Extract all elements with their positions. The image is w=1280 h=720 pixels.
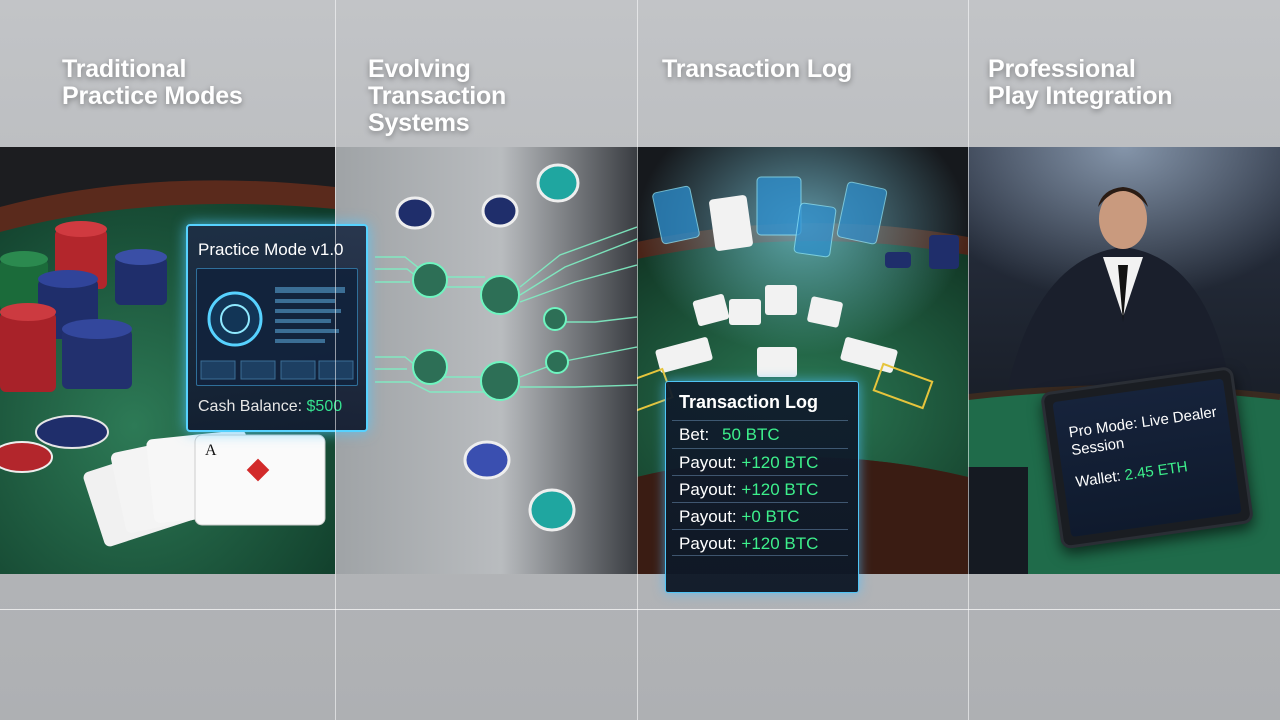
- table-cards: [655, 285, 898, 377]
- practice-mode-screen: [196, 268, 358, 386]
- title-line: Professional: [988, 55, 1136, 83]
- wallet-label: Wallet:: [1074, 467, 1122, 491]
- network-node: [480, 361, 520, 401]
- floating-chip: [481, 194, 519, 228]
- transaction-log-panel: Transaction Log Bet: 50 BTC Payout: +120…: [665, 381, 859, 593]
- column-divider: [637, 0, 638, 720]
- cash-balance-value: $500: [306, 398, 343, 415]
- transaction-label: Payout:: [679, 534, 737, 553]
- transaction-value: +120 BTC: [741, 480, 819, 499]
- column-title-professional: Professional Play Integration: [988, 55, 1173, 110]
- title-line: Traditional: [62, 55, 187, 83]
- transaction-row: Payout: +120 BTC: [672, 448, 848, 475]
- title-line: Transaction Log: [662, 55, 853, 83]
- chip-stack-green: [0, 251, 48, 311]
- chip-single: [35, 415, 109, 449]
- holographic-cards: [652, 176, 888, 258]
- network-node: [545, 350, 569, 374]
- practice-mode-panel: Practice Mode v1.0 Cash Balance: $500: [186, 224, 368, 432]
- network-node: [412, 262, 448, 298]
- title-line: Systems: [368, 109, 470, 137]
- transaction-label: Payout:: [679, 507, 737, 526]
- transaction-log-title: Transaction Log: [679, 392, 819, 412]
- chip-stack-red-left: [0, 303, 56, 392]
- practice-mode-title: Practice Mode v1.0: [198, 240, 344, 259]
- pro-mode-tablet: Pro Mode: Live Dealer Session Wallet: 2.…: [1040, 366, 1255, 550]
- playing-cards-fan: A: [83, 430, 326, 547]
- network-lines: [375, 226, 637, 393]
- svg-text:A: A: [205, 442, 217, 459]
- chip-icon: [207, 291, 263, 347]
- chip-single: [0, 441, 53, 473]
- column-title-transaction-log: Transaction Log: [662, 56, 852, 83]
- row-divider: [0, 609, 1280, 610]
- network-node: [480, 275, 520, 315]
- transaction-row: Payout: +120 BTC: [672, 529, 848, 556]
- network-node: [412, 349, 448, 385]
- chip-stack-navy-front: [62, 319, 132, 389]
- wallet-value: 2.45 ETH: [1123, 458, 1189, 484]
- floating-chip: [463, 440, 511, 480]
- column-title-traditional: Traditional Practice Modes: [62, 56, 243, 110]
- network-node: [543, 307, 567, 331]
- transaction-value: +120 BTC: [741, 534, 819, 553]
- title-line: Play Integration: [988, 82, 1173, 110]
- tablet-title: Pro Mode: Live Dealer Session: [1067, 403, 1218, 460]
- chip-stack: [885, 235, 959, 269]
- transaction-label: Payout:: [679, 453, 737, 472]
- title-line: Practice Modes: [62, 82, 243, 110]
- transaction-value: +0 BTC: [741, 507, 800, 526]
- transaction-label: Payout:: [679, 480, 737, 499]
- transaction-row: Payout: +120 BTC: [672, 475, 848, 502]
- floating-chip: [395, 196, 435, 230]
- transaction-value: +120 BTC: [741, 453, 819, 472]
- floating-chip: [536, 163, 580, 203]
- transaction-row: Payout: +0 BTC: [672, 502, 848, 529]
- tablet-wallet: Wallet: 2.45 ETH: [1075, 458, 1189, 491]
- title-line: Transaction: [368, 82, 507, 110]
- scene-transaction-network: [335, 147, 637, 574]
- dealer-figure: [1008, 187, 1230, 387]
- column-divider: [335, 0, 336, 720]
- column-divider: [968, 0, 969, 720]
- title-line: Evolving: [368, 55, 471, 83]
- floating-chip: [528, 488, 576, 532]
- player-arm: [968, 467, 1028, 574]
- cash-balance-label: Cash Balance:: [198, 398, 303, 415]
- transaction-label: Bet:: [679, 425, 710, 444]
- transaction-value: 50 BTC: [721, 425, 780, 444]
- column-title-evolving: Evolving Transaction Systems: [368, 56, 506, 137]
- tablet-screen: Pro Mode: Live Dealer Session Wallet: 2.…: [1052, 378, 1242, 538]
- cash-balance: Cash Balance: $500: [198, 398, 342, 416]
- transaction-row: Bet: 50 BTC: [672, 420, 848, 447]
